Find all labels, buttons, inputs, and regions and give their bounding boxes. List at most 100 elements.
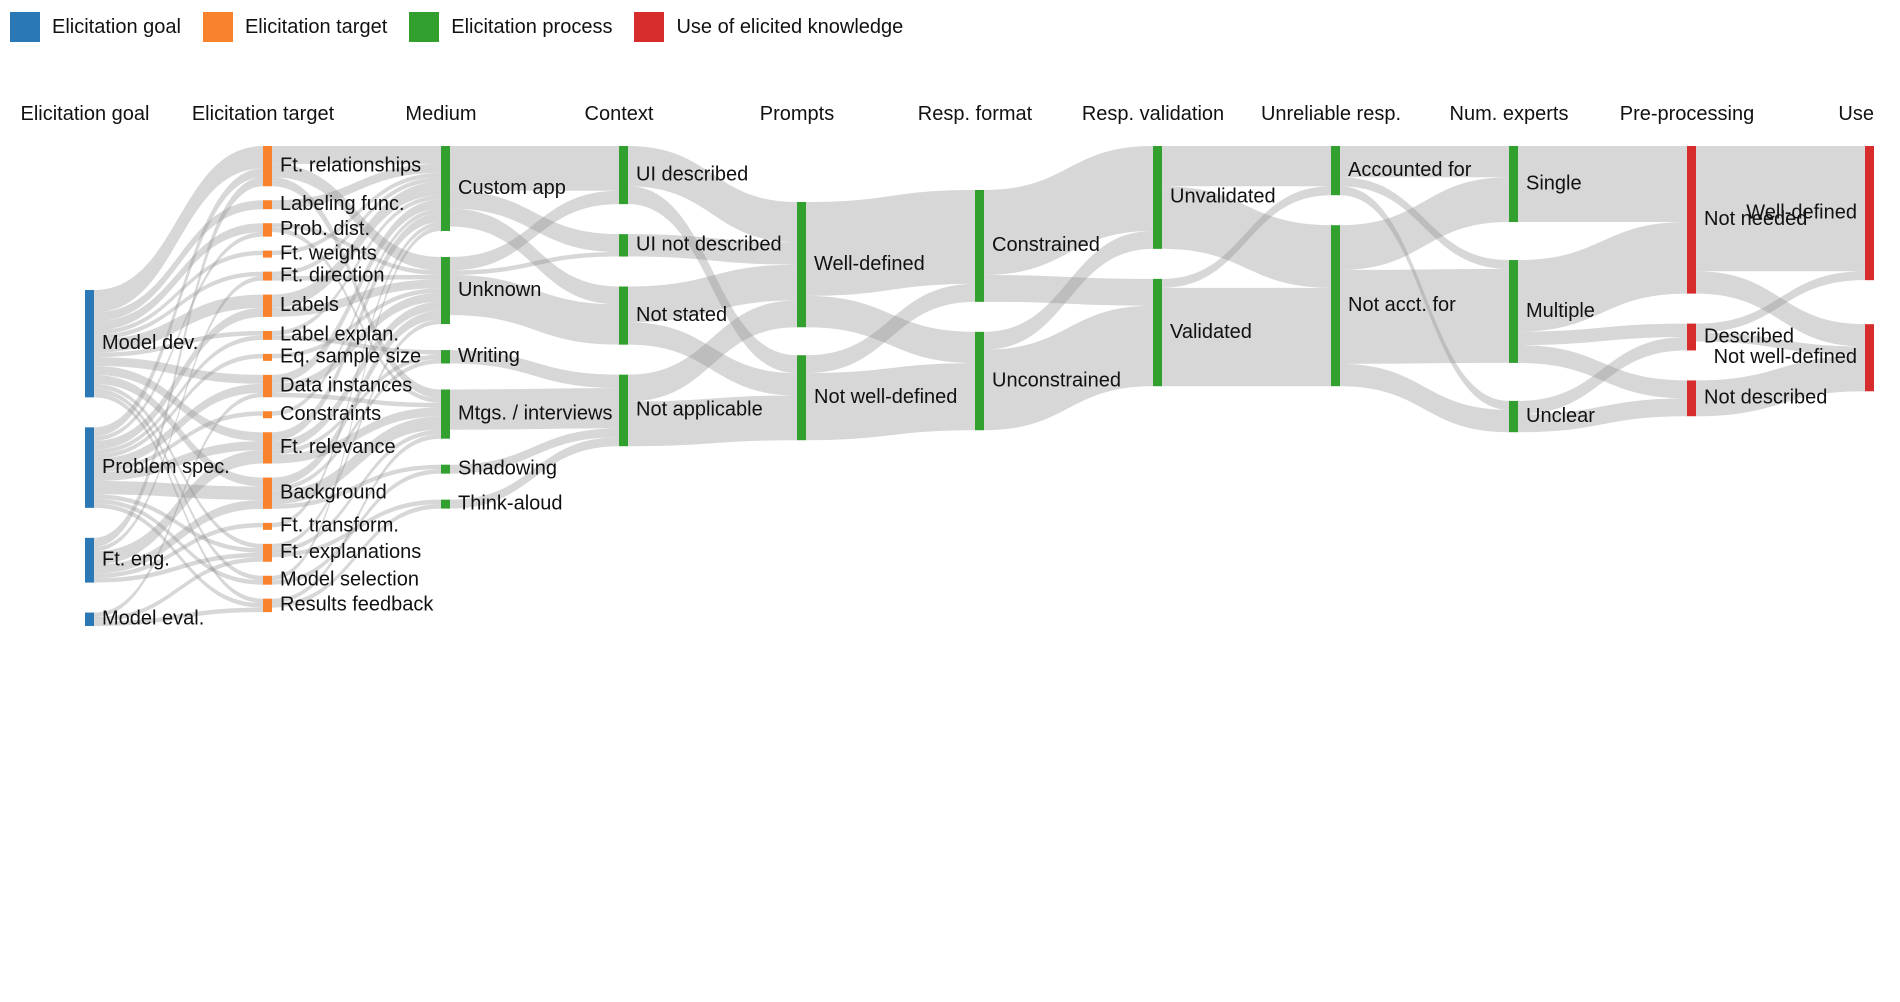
node-label: Unvalidated: [1170, 186, 1276, 208]
flow-link-g3-t1: [94, 177, 263, 547]
node-label: Single: [1526, 172, 1582, 194]
node-label: Ft. weights: [280, 242, 377, 264]
flow-link-t8-m2: [272, 288, 441, 359]
flow-link-g2-t12: [94, 481, 263, 500]
node-label: Ft. explanations: [280, 541, 421, 563]
flow-link-c2-p1: [628, 234, 797, 265]
flow-link-f1-v2: [984, 274, 1153, 306]
legend-label: Use of elicited knowledge: [676, 15, 904, 38]
node-label: Not described: [1704, 387, 1827, 409]
sankey-node-c3: [619, 286, 628, 345]
sankey-node-u2: [1331, 225, 1340, 387]
flow-link-t5-m2: [272, 274, 441, 281]
node-label: Results feedback: [280, 594, 434, 616]
sankey-node-m5: [441, 464, 450, 474]
flow-link-t12-m5: [272, 464, 441, 509]
labels-layer: Model dev.Problem spec.Ft. eng.Model eva…: [102, 154, 1857, 629]
flow-link-n1-r1: [1518, 146, 1687, 223]
flow-link-t9-m2: [272, 292, 441, 393]
node-label: Constraints: [280, 403, 381, 425]
node-label: Labeling func.: [280, 193, 405, 215]
node-label: Ft. transform.: [280, 515, 399, 537]
node-label: Custom app: [458, 177, 566, 199]
flow-link-g1-t7: [94, 330, 263, 358]
flow-link-r1-w2: [1696, 271, 1865, 347]
legend-item: Elicitation target: [202, 12, 388, 42]
flow-link-p1-f1: [806, 190, 975, 296]
flow-link-t2-m1: [272, 163, 441, 210]
flow-link-t12-m4: [272, 416, 441, 505]
flow-link-p2-f1: [806, 283, 975, 374]
sankey-node-t12: [263, 477, 272, 509]
flow-link-g2-t1: [94, 168, 263, 437]
node-label: Prob. dist.: [280, 218, 370, 240]
flow-link-n3-r3: [1518, 398, 1687, 433]
node-label: UI not described: [636, 234, 782, 256]
column-header: Unreliable resp.: [1261, 103, 1401, 125]
flow-link-g1-t9: [94, 357, 263, 384]
column-header: Elicitation goal: [21, 103, 150, 125]
sankey-node-t4: [263, 250, 272, 258]
flow-link-t7-m3: [272, 335, 441, 355]
sankey-node-f2: [975, 331, 984, 431]
node-label: Labels: [280, 294, 339, 316]
legend-label: Elicitation target: [244, 15, 388, 38]
sankey-node-p2: [797, 355, 806, 441]
flow-link-g2-t7: [94, 335, 263, 455]
node-label: Constrained: [992, 234, 1100, 256]
sankey-node-t16: [263, 598, 272, 613]
flow-link-g2-t3: [94, 232, 263, 441]
node-label: Well-defined: [1746, 201, 1857, 223]
column-header: Context: [585, 103, 654, 125]
flow-link-p1-f2: [806, 295, 975, 364]
node-label: Unclear: [1526, 405, 1595, 427]
flow-link-g1-t2: [94, 200, 263, 322]
column-header: Medium: [405, 103, 476, 125]
flow-link-g4-t9: [94, 392, 263, 618]
flow-link-u1-n3: [1340, 186, 1509, 410]
flow-link-g2-t16: [94, 503, 263, 608]
column-header: Use: [1838, 103, 1874, 125]
node-label: Label explan.: [280, 324, 399, 346]
sankey-node-g1: [85, 290, 94, 398]
sankey-node-g4: [85, 612, 94, 626]
node-label: Think-aloud: [458, 492, 563, 514]
sankey-node-m4: [441, 389, 450, 439]
flow-link-m1-c1: [450, 146, 619, 191]
flow-link-g2-t9: [94, 383, 263, 468]
flow-link-g3-t12: [94, 499, 263, 574]
flow-link-t3-m2: [272, 223, 441, 275]
flow-link-g3-t13: [94, 522, 263, 579]
node-label: Not well-defined: [814, 386, 957, 408]
flow-link-t16-m4: [272, 434, 441, 604]
node-label: Problem spec.: [102, 456, 230, 478]
flow-link-g2-t10: [94, 411, 263, 473]
legend-swatch: [10, 12, 40, 42]
sankey-node-t7: [263, 330, 272, 340]
node-label: Model selection: [280, 568, 419, 590]
flow-link-g1-t14: [94, 383, 263, 549]
sankey-node-t11: [263, 432, 272, 464]
flow-link-t1-m4: [272, 177, 441, 399]
flow-link-f1-v1: [984, 146, 1153, 275]
flow-link-t1-m1: [272, 146, 441, 164]
flow-link-t1-m2: [272, 163, 441, 271]
sankey-node-r1: [1687, 146, 1696, 294]
flow-link-t12-m3: [272, 359, 441, 491]
flow-link-t14-m6: [272, 499, 441, 558]
flow-link-t14-m2: [272, 319, 441, 549]
flow-link-u1-n1: [1340, 146, 1509, 178]
node-label: Ft. eng.: [102, 548, 170, 570]
sankey-node-r2: [1687, 323, 1696, 351]
flow-link-v1-u2: [1162, 186, 1331, 288]
sankey-node-v1: [1153, 146, 1162, 249]
flow-link-g3-t5: [94, 276, 263, 552]
sankey-node-c4: [619, 374, 628, 447]
flow-link-g1-t5: [94, 271, 263, 340]
sankey-node-v2: [1153, 278, 1162, 387]
flow-link-n2-r1: [1518, 222, 1687, 332]
flow-link-m2-c2: [450, 252, 619, 275]
flow-link-u2-n2: [1340, 268, 1509, 364]
